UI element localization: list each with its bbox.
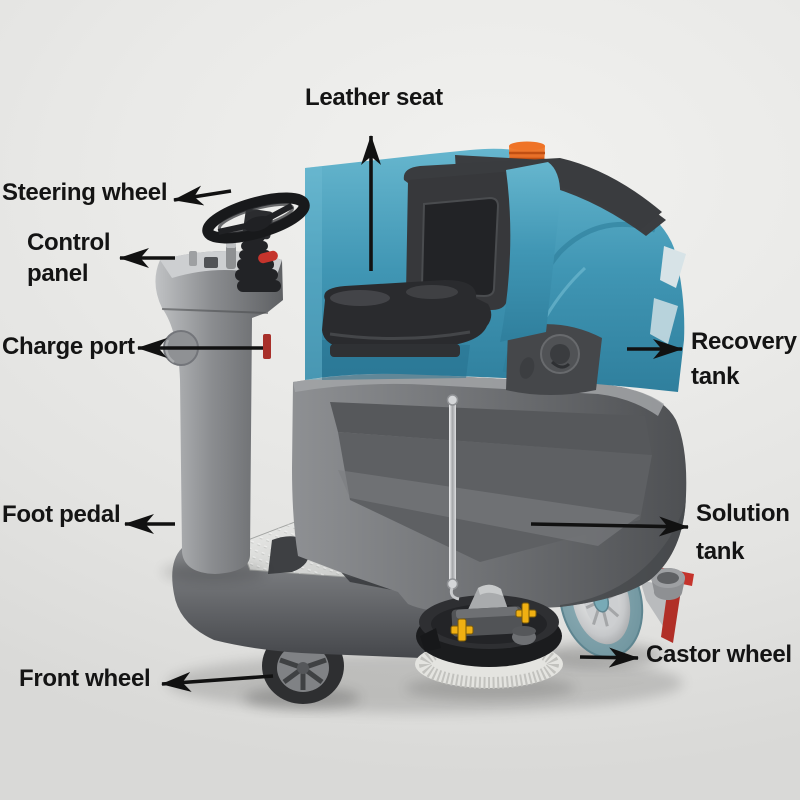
label-castor-wheel: Castor wheel [646, 641, 792, 668]
control-panel-tower [155, 242, 283, 582]
arrow-castor-wheel [579, 647, 639, 668]
squeegee-lift-rod [446, 394, 460, 601]
label-leather-seat: Leather seat [305, 84, 443, 111]
brush-deck [415, 584, 563, 689]
label-steering-wheel: Steering wheel [2, 179, 168, 206]
label-control-panel: Control panel [27, 229, 111, 287]
leather-seat [322, 158, 662, 357]
panel-switch [189, 251, 197, 266]
steering-assembly [202, 192, 310, 292]
label-solution-tank: Solution tank [696, 500, 790, 565]
port-marker [263, 334, 271, 359]
key-switch [226, 244, 236, 269]
solution-tank [292, 373, 687, 613]
brush-knob [450, 618, 474, 642]
steering-lever [258, 250, 278, 264]
arrow-steering-wheel [173, 185, 232, 206]
label-foot-pedal: Foot pedal [2, 501, 121, 528]
steering-wheel [202, 192, 310, 244]
annotation-arrows [119, 135, 689, 692]
brush-knob [515, 602, 537, 624]
panel-switch [204, 257, 218, 268]
arrow-solution-tank [530, 516, 689, 537]
label-charge-port: Charge port [2, 333, 135, 360]
arrow-front-wheel [161, 671, 274, 692]
label-front-wheel: Front wheel [19, 665, 151, 692]
label-recovery-tank: Recovery tank [691, 328, 797, 390]
drain-cap [506, 324, 602, 395]
